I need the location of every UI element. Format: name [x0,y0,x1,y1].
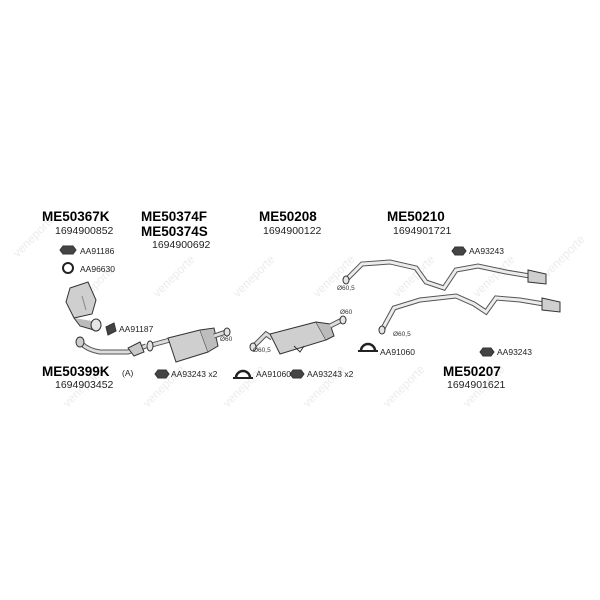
variant-suffix: (A) [122,368,134,378]
part-number: ME50399K [42,364,110,379]
clamp-icon [105,322,117,336]
gasket-icon [479,347,495,357]
accessory-label: AA93243 [497,347,532,357]
oe-code: 1694903452 [55,379,114,391]
hanger-icon [233,369,253,379]
front-pipe-drawing [75,336,147,357]
accessory-label: AA91186 [80,246,115,256]
accessory-label: AA91060 [256,369,291,379]
gasket-icon [59,245,77,255]
diameter-label: Ø60,5 [337,285,355,292]
oe-code: 1694901721 [393,225,452,237]
catalytic-converter-drawing [65,281,102,332]
accessory-label: AA91060 [380,347,415,357]
hanger-icon [358,342,378,352]
oe-code: 1694900122 [263,225,322,237]
tail-pipe-lower-drawing [378,293,561,335]
accessory-label: AA91187 [119,324,154,334]
diameter-label: Ø60 [220,336,233,343]
diameter-label: Ø60,5 [253,347,271,354]
accessory-label: AA93243 x2 [307,369,354,379]
gasket-icon [289,369,305,379]
accessory-label: AA93243 [469,246,504,256]
gasket-icon [154,369,170,379]
diameter-label: Ø60,5 [393,331,411,338]
accessory-label: AA96630 [80,264,115,274]
part-number: ME50367K [42,209,110,224]
part-number: ME50374F [141,209,208,224]
part-number: ME50208 [259,209,317,224]
rear-silencer-drawing [249,315,347,355]
oe-code: 1694901621 [447,379,506,391]
oe-code: 1694900692 [152,239,211,251]
middle-silencer-drawing [146,327,231,363]
oe-code: 1694900852 [55,225,114,237]
part-number: ME50207 [443,364,501,379]
o-ring-icon [62,262,74,274]
part-number-alt: ME50374S [141,224,208,239]
accessory-label: AA93243 x2 [171,369,218,379]
part-number: ME50210 [387,209,445,224]
gasket-icon [451,246,467,256]
tail-pipe-upper-drawing [342,259,547,291]
diameter-label: Ø60 [340,309,353,316]
